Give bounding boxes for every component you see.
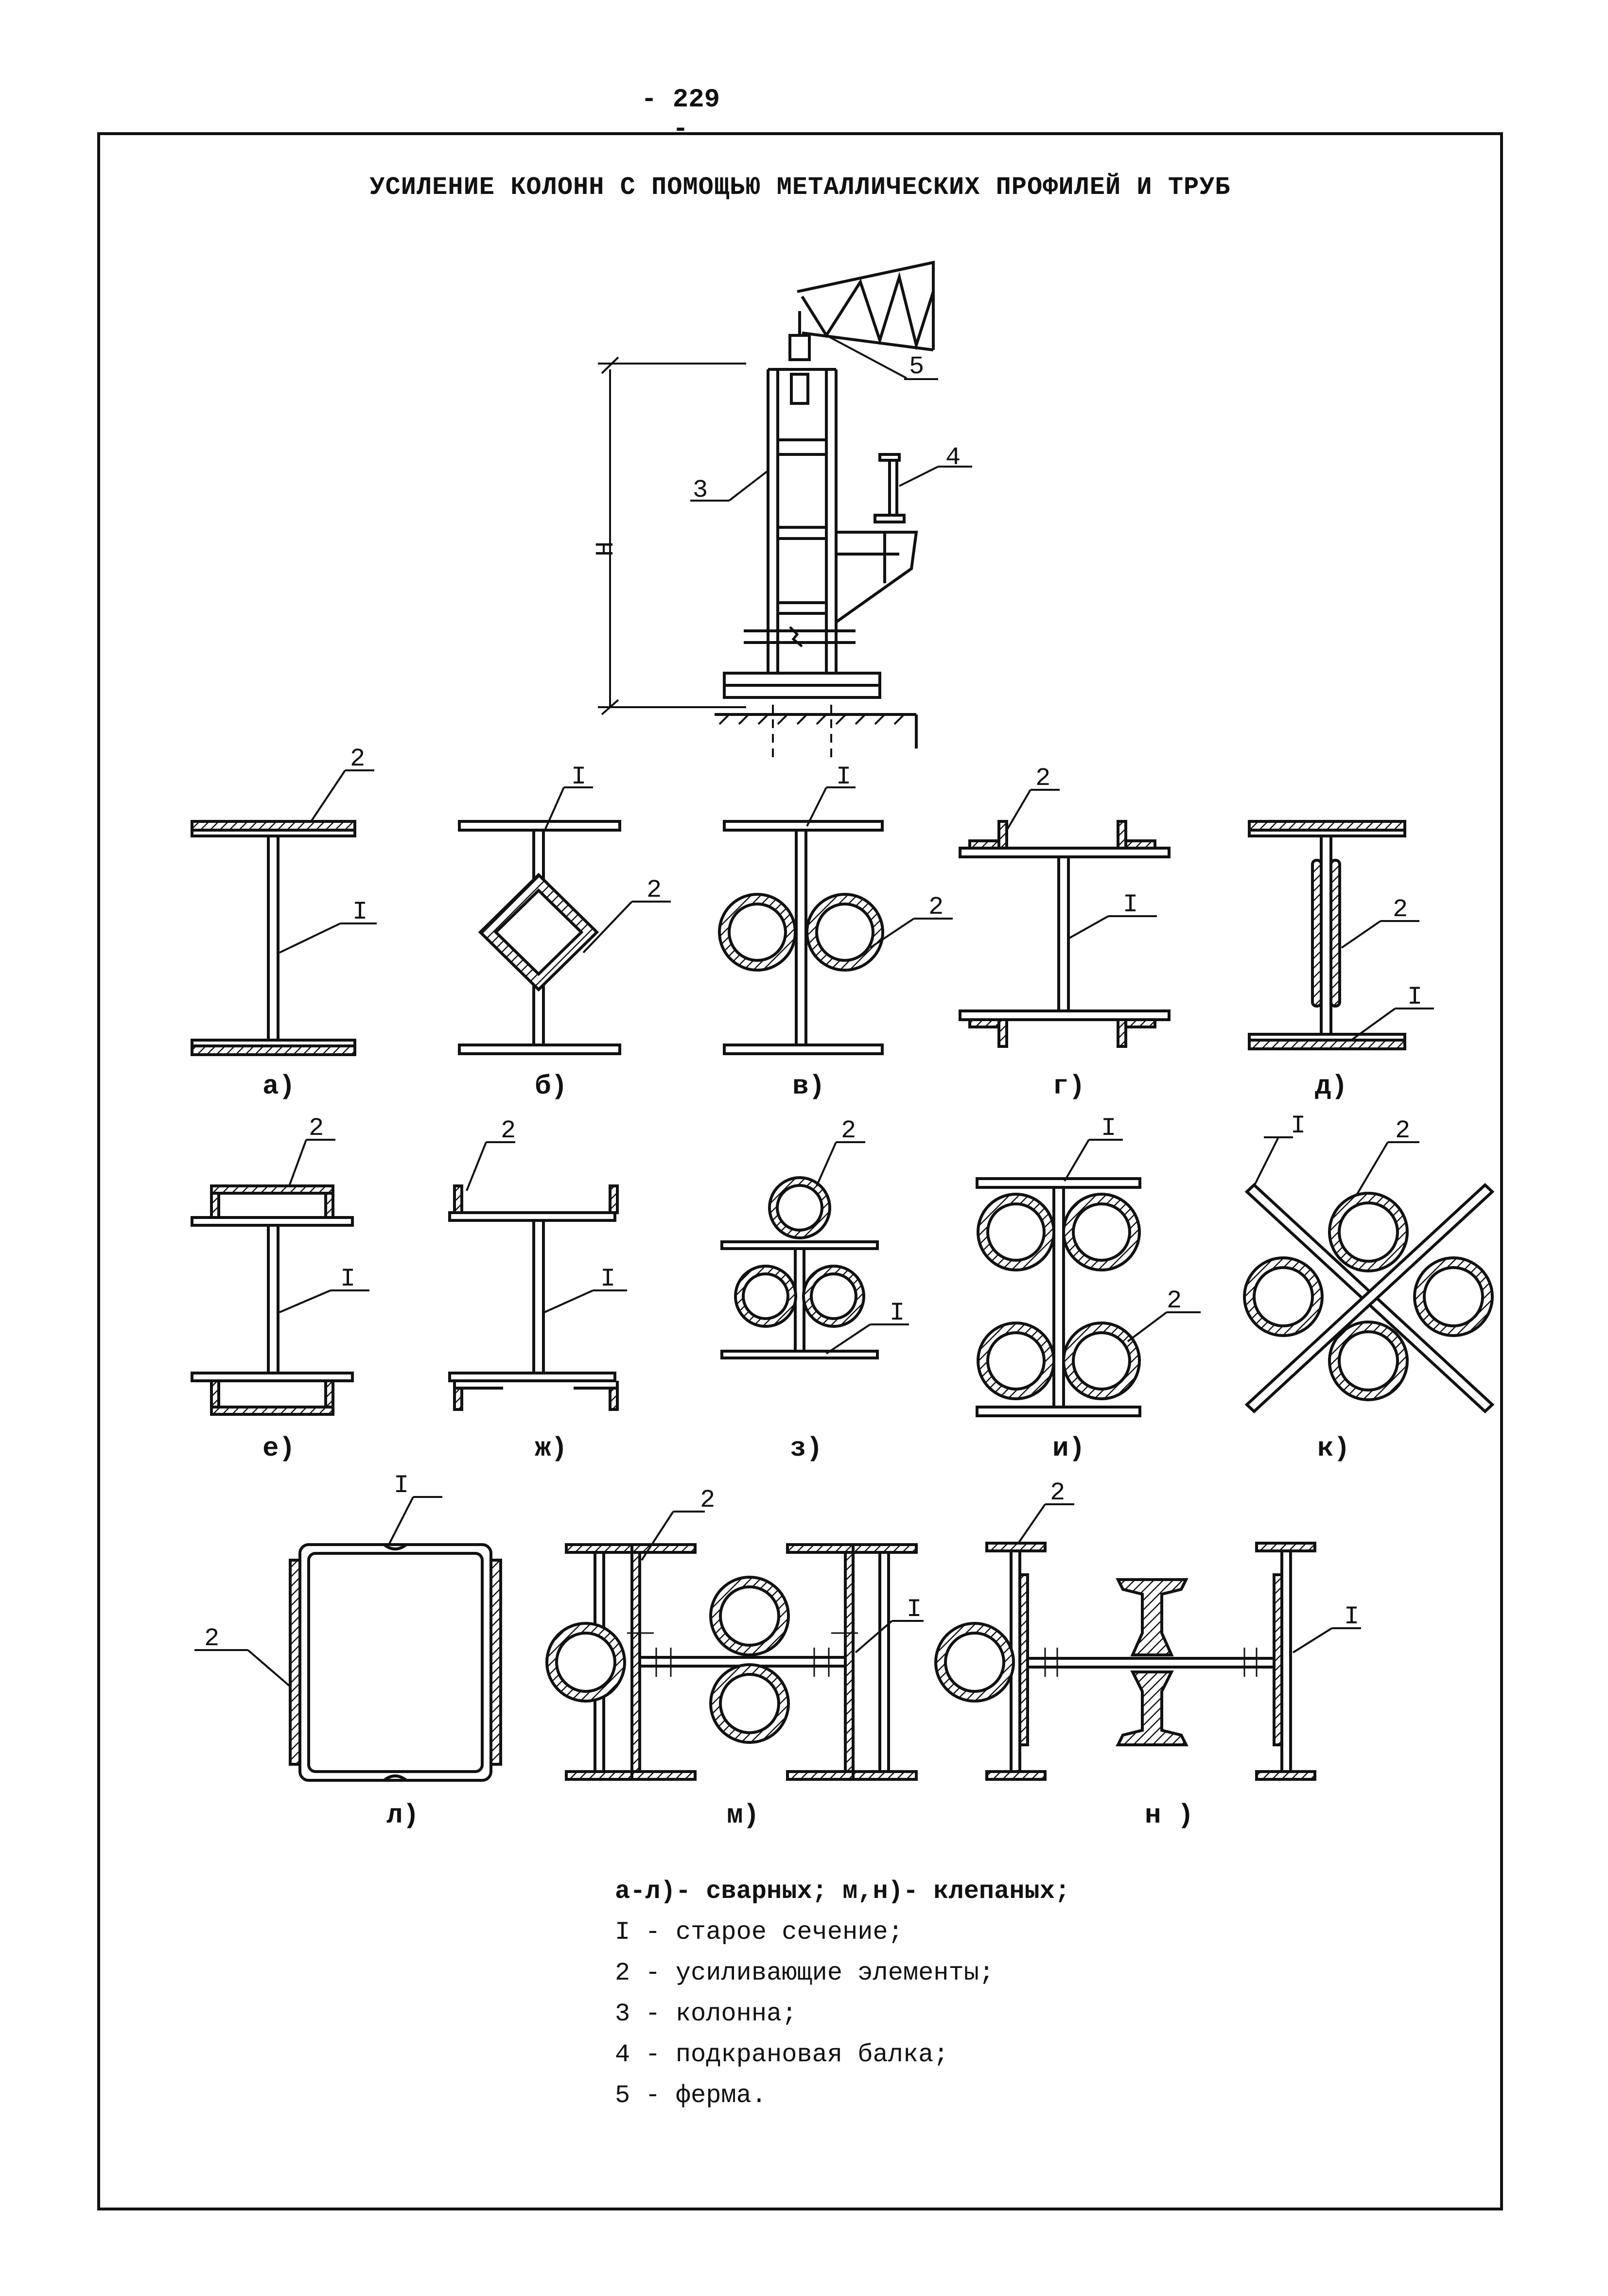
caption-g: г): [1052, 1071, 1085, 1102]
page-number: - 229 -: [641, 85, 720, 144]
label-reinforcement: 2: [1050, 1478, 1065, 1507]
label-column: 3: [693, 476, 708, 504]
caption-a: а): [262, 1071, 295, 1102]
label-old-section: I: [890, 1299, 905, 1327]
caption-b: б): [535, 1071, 567, 1102]
drawing-frame: [97, 132, 1503, 2210]
caption-i: и): [1052, 1433, 1085, 1464]
label-reinforcement: 2: [841, 1116, 856, 1145]
section-n: [934, 1503, 1361, 1781]
label-reinforcement: 2: [1395, 1116, 1410, 1145]
caption-z: з): [790, 1433, 822, 1464]
label-old-section: I: [1291, 1112, 1306, 1140]
sheet-title: УСИЛЕНИЕ КОЛОНН С ПОМОЩЬЮ МЕТАЛЛИЧЕСКИХ …: [369, 173, 1231, 202]
legend-row-crane-beam: 4 - подкрановая балка;: [615, 2040, 949, 2069]
label-old-section: I: [1123, 890, 1138, 919]
section-b: [458, 786, 671, 1055]
label-old-section: I: [1101, 1114, 1116, 1143]
label-old-section: I: [600, 1265, 615, 1293]
section-l: [194, 1496, 502, 1782]
label-reinforcement: 2: [501, 1116, 516, 1145]
section-e: [191, 1139, 369, 1416]
section-zh: [448, 1141, 627, 1411]
label-reinforcement: 2: [1393, 895, 1408, 924]
caption-zh: ж): [535, 1433, 567, 1464]
caption-d: д): [1315, 1071, 1347, 1102]
caption-l: л): [386, 1800, 419, 1831]
label-old-section: I: [1344, 1602, 1359, 1631]
label-old-section: I: [340, 1265, 355, 1293]
section-v: [718, 786, 953, 1055]
label-truss: 5: [909, 352, 924, 381]
label-old-section: I: [571, 763, 586, 791]
caption-m: м): [727, 1800, 759, 1831]
section-k: [1243, 1136, 1495, 1414]
legend-row-weld-types: а-л)- сварных; м,н)- клепаных;: [615, 1877, 1070, 1906]
section-g: [959, 789, 1171, 1048]
label-old-section: I: [907, 1595, 922, 1624]
label-reinforcement: 2: [204, 1624, 219, 1653]
section-d: [1248, 820, 1434, 1050]
height-label: H: [592, 541, 620, 557]
legend: а-л)- сварных; м,н)- клепаных; I - старо…: [615, 1871, 1070, 2116]
label-old-section: I: [836, 763, 851, 791]
caption-k: к): [1317, 1433, 1350, 1464]
section-i: [976, 1139, 1201, 1417]
caption-e: е): [262, 1433, 295, 1464]
section-m: [545, 1511, 924, 1781]
label-reinforcement: 2: [1035, 764, 1050, 793]
legend-row-old-section: I - старое сечение;: [615, 1918, 903, 1947]
column-elevation: [598, 261, 972, 758]
label-old-section: I: [352, 898, 367, 926]
legend-row-reinforcement: 2 - усиливающие элементы;: [615, 1959, 995, 1987]
label-old-section: I: [394, 1471, 409, 1500]
legend-row-column: 3 - колонна;: [615, 2000, 797, 2028]
section-z: [720, 1141, 909, 1359]
caption-n: н ): [1145, 1800, 1194, 1831]
label-reinforcement: 2: [700, 1486, 715, 1514]
label-reinforcement: 2: [928, 893, 944, 922]
label-reinforcement: 2: [1167, 1287, 1182, 1315]
label-reinforcement: 2: [647, 876, 662, 904]
section-a: [191, 769, 377, 1056]
label-old-section: I: [1407, 983, 1422, 1011]
label-reinforcement: 2: [350, 745, 365, 773]
label-crane-beam: 4: [945, 443, 961, 472]
label-reinforcement: 2: [309, 1114, 324, 1143]
legend-row-truss: 5 - ферма.: [615, 2081, 767, 2110]
caption-v: в): [792, 1071, 825, 1102]
